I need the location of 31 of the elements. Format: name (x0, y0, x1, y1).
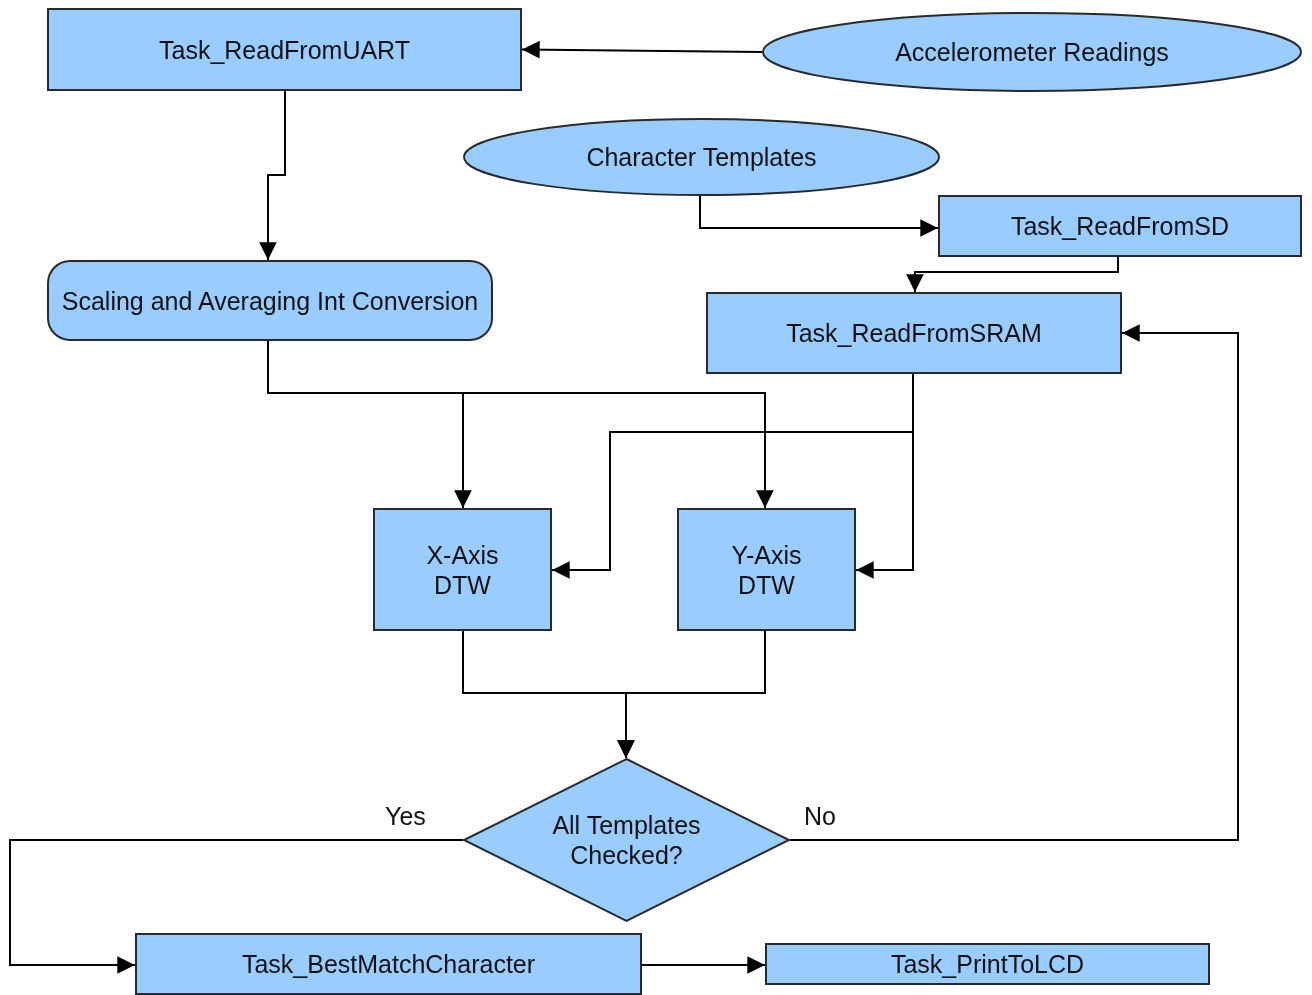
process-box (47, 260, 493, 341)
input-ellipse (463, 118, 940, 196)
process-box (373, 508, 552, 631)
node-label: Y-Axis DTW (730, 539, 803, 600)
arrow (617, 630, 766, 759)
node-label: Task_ReadFromSD (1010, 211, 1230, 241)
node-label: Task_ReadFromSRAM (786, 318, 1042, 348)
arrow (789, 324, 1239, 841)
process-box (677, 508, 856, 631)
node-label: Character Templates (586, 142, 817, 172)
node-label: Task_BestMatchCharacter (241, 949, 536, 979)
node-label: All Templates Checked? (551, 810, 702, 870)
arrow (521, 40, 763, 59)
process-box (938, 195, 1302, 257)
arrow (906, 256, 1119, 293)
arrow (855, 373, 914, 579)
node-label: Scaling and Averaging Int Conversion (61, 285, 479, 316)
node-label: Task_ReadFromUART (159, 34, 410, 65)
node-label: X-Axis DTW (425, 539, 500, 600)
node-label: Accelerometer Readings (895, 37, 1169, 67)
process-box (47, 8, 522, 91)
arrow (641, 956, 766, 974)
process-box (765, 943, 1210, 985)
node-label: Task_PrintToLCD (890, 949, 1085, 979)
arrow (699, 195, 939, 237)
process-box (135, 933, 642, 995)
process-box (706, 292, 1122, 374)
arrow (259, 90, 286, 261)
arrow (9, 839, 464, 974)
input-ellipse (762, 12, 1302, 92)
decision-diamond (463, 758, 790, 922)
